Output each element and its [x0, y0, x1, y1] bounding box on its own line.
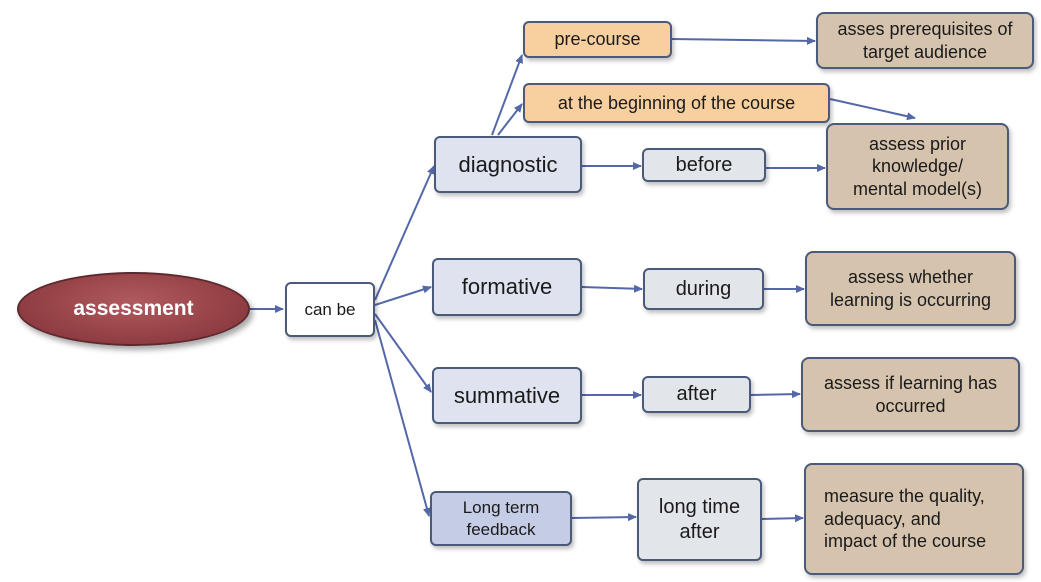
edge-canbe-summative — [374, 313, 432, 393]
assessment-node: assessment — [17, 272, 250, 346]
edge-after-purpose — [750, 390, 801, 399]
long-term-feedback-label: Long term feedback — [462, 498, 540, 539]
pre-course-node: pre-course — [523, 21, 672, 58]
edge-diagnostic-beginning — [497, 103, 523, 136]
beginning-of-course-label: at the beginning of the course — [557, 92, 796, 113]
edge-longtime-purpose — [761, 514, 804, 523]
learning-occurred-purpose-label: assess if learning has occurred — [823, 373, 998, 416]
after-node: after — [642, 376, 751, 413]
formative-node: formative — [432, 258, 582, 316]
diagnostic-node: diagnostic — [434, 136, 582, 193]
edge-canbe-longterm — [374, 319, 431, 517]
edge-precourse-purpose — [671, 36, 816, 45]
during-label: during — [675, 277, 732, 300]
long-term-feedback-node: Long term feedback — [430, 491, 572, 546]
edge-formative-during — [581, 284, 643, 293]
assessment-label: assessment — [73, 296, 194, 320]
after-label: after — [676, 383, 717, 405]
edge-canbe-diagnostic — [374, 165, 435, 301]
edge-canbe-formative — [374, 285, 432, 306]
long-time-after-label: long time after — [658, 495, 741, 543]
edge-longterm-longtime — [571, 513, 637, 522]
prior-knowledge-purpose-node: assess prior knowledge/ mental model(s) — [826, 123, 1009, 210]
pre-course-label: pre-course — [554, 29, 641, 50]
can-be-node: can be — [285, 282, 375, 337]
during-node: during — [643, 268, 764, 310]
long-time-after-node: long time after — [637, 478, 762, 561]
before-label: before — [675, 153, 733, 176]
course-quality-purpose-label: measure the quality, adequacy, and impac… — [824, 486, 987, 552]
edge-diagnostic-precourse — [491, 54, 523, 136]
learning-occurred-purpose-node: assess if learning has occurred — [801, 357, 1020, 432]
can-be-label: can be — [304, 299, 356, 319]
before-node: before — [642, 148, 766, 182]
learning-occurring-purpose-label: assess whether learning is occurring — [829, 267, 992, 310]
summative-node: summative — [432, 367, 582, 424]
prior-knowledge-purpose-label: assess prior knowledge/ mental model(s) — [852, 133, 983, 199]
course-quality-purpose-node: measure the quality, adequacy, and impac… — [804, 463, 1024, 575]
diagnostic-label: diagnostic — [458, 151, 558, 177]
learning-occurring-purpose-node: assess whether learning is occurring — [805, 251, 1016, 326]
prerequisites-purpose-node: asses prerequisites of target audience — [816, 12, 1034, 69]
prerequisites-purpose-label: asses prerequisites of target audience — [837, 19, 1013, 62]
summative-label: summative — [453, 382, 561, 408]
beginning-of-course-node: at the beginning of the course — [523, 83, 830, 123]
edge-beginning-purpose — [829, 98, 916, 121]
formative-label: formative — [461, 274, 553, 300]
